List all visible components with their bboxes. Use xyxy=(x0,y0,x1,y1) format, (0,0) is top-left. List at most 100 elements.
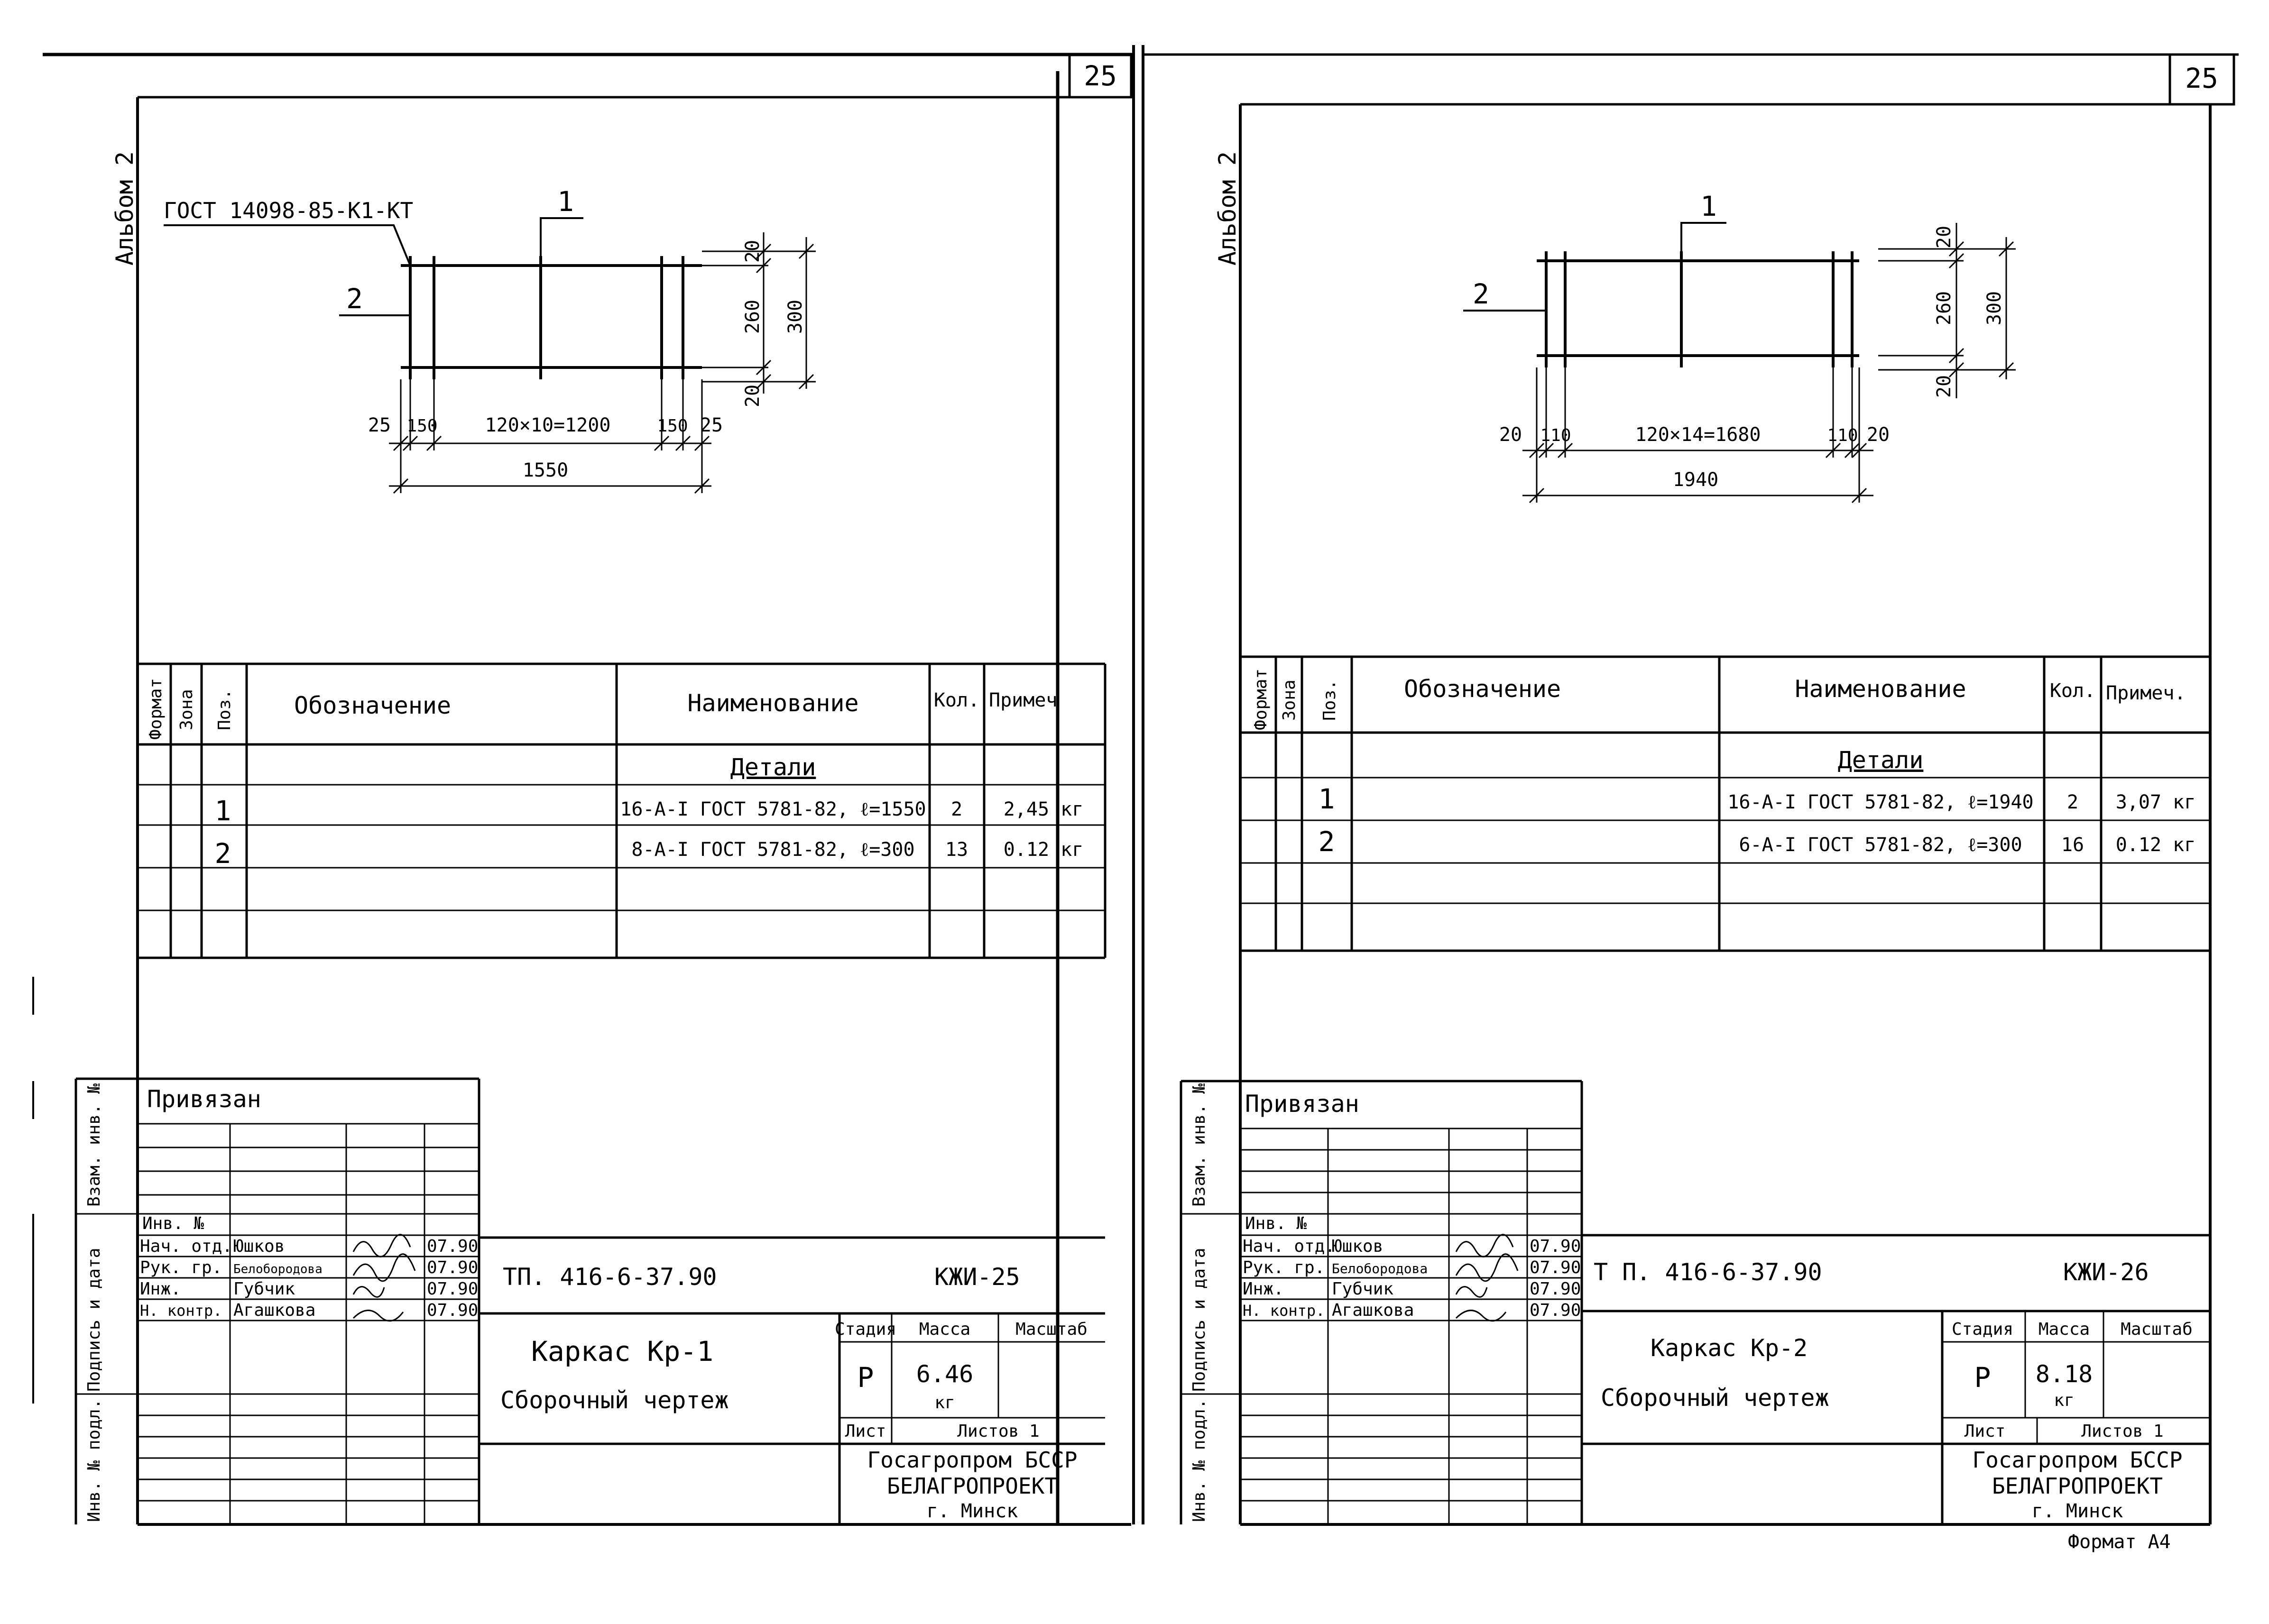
col-note: Примеч. xyxy=(2106,682,2186,704)
dim-20-bottom: 20 xyxy=(1933,375,1955,398)
staff2-role: Рук. гр. xyxy=(1243,1258,1325,1277)
org-line1: Госагропром БССР xyxy=(1972,1447,2182,1473)
page-number: 25 xyxy=(1084,60,1117,92)
col-designation: Обозначение xyxy=(1404,675,1561,703)
staff4-name: Агашкова xyxy=(1332,1301,1414,1320)
scale-header: Масштаб xyxy=(2121,1320,2193,1339)
sheet-right-text: 25 Альбом 2 1 2 20 260 300 20 20 110 120… xyxy=(1190,62,2218,1553)
col-pos: Поз. xyxy=(215,689,234,730)
staff3-date: 07.90 xyxy=(1530,1279,1581,1299)
drawing-code: КЖИ-25 xyxy=(934,1263,1020,1291)
sheet-left-text: 25 Альбом 2 ГОСТ 14098-85-К1-КТ 1 2 20 2… xyxy=(84,60,1117,1522)
callout-pos-1: 1 xyxy=(557,185,574,218)
staff3-name: Губчик xyxy=(233,1279,295,1299)
mass-header: Масса xyxy=(919,1320,970,1339)
row1-pos: 1 xyxy=(215,795,231,827)
privyazan-label: Привязан xyxy=(147,1085,261,1113)
mass-value: 8.18 xyxy=(2036,1360,2093,1388)
dim-260: 260 xyxy=(742,300,764,334)
dim-edge-right: 110 xyxy=(1827,426,1858,445)
staff2-name: Белобородова xyxy=(233,1262,323,1276)
project-number: Т П. 416-6-37.90 xyxy=(1594,1258,1822,1286)
dim-300: 300 xyxy=(784,300,806,334)
row2-qty: 13 xyxy=(945,839,968,861)
sheet-left xyxy=(43,45,1135,1526)
side-label-vzam: Взам. инв. № xyxy=(84,1083,104,1207)
col-zone: Зона xyxy=(177,689,196,730)
row2-note: 0.12 кг xyxy=(2116,834,2196,856)
dim-overall: 1550 xyxy=(523,459,568,481)
spec-table xyxy=(138,662,1107,959)
col-zone: Зона xyxy=(1280,679,1299,721)
dim-260: 260 xyxy=(1933,291,1955,325)
title-line1: Каркас Кр-1 xyxy=(531,1335,713,1367)
side-label-podpis: Подпись и дата xyxy=(84,1248,104,1392)
org-line3: г. Минск xyxy=(2032,1500,2123,1522)
scale-header: Масштаб xyxy=(1015,1320,1088,1339)
callout-pos-2: 2 xyxy=(346,283,363,315)
section-details: Детали xyxy=(1838,746,1924,774)
org-line2: БЕЛАГРОПРОЕКТ xyxy=(1992,1473,2163,1499)
side-label-vzam: Взам. инв. № xyxy=(1190,1083,1209,1207)
format-label: Формат А4 xyxy=(2068,1531,2171,1553)
title-line2: Сборочный чертеж xyxy=(500,1386,729,1414)
col-name: Наименование xyxy=(1795,675,1966,703)
album-label: Альбом 2 xyxy=(111,151,138,266)
col-format: Формат xyxy=(1251,669,1271,730)
row1-note: 2,45 кг xyxy=(1004,798,1084,820)
stage-header: Стадия xyxy=(1952,1320,2013,1339)
col-name: Наименование xyxy=(687,689,858,717)
mass-unit: кг xyxy=(934,1393,955,1413)
col-pos: Поз. xyxy=(1320,679,1339,721)
staff3-date: 07.90 xyxy=(427,1279,478,1299)
dim-300: 300 xyxy=(1983,291,2005,325)
section-details: Детали xyxy=(730,753,816,781)
row1-qty: 2 xyxy=(951,798,962,820)
dim-overall: 1940 xyxy=(1673,469,1718,491)
stage-value: Р xyxy=(858,1361,874,1394)
col-note: Примеч xyxy=(989,689,1058,711)
stage-header: Стадия xyxy=(835,1320,896,1339)
staff4-name: Агашкова xyxy=(233,1301,315,1320)
staff4-date: 07.90 xyxy=(1530,1301,1581,1320)
staff2-date: 07.90 xyxy=(1530,1258,1581,1277)
org-line2: БЕЛАГРОПРОЕКТ xyxy=(887,1473,1058,1499)
sheet-header: Лист xyxy=(1965,1422,2006,1441)
row1-note: 3,07 кг xyxy=(2116,791,2196,813)
page-number: 25 xyxy=(2185,62,2218,94)
row2-note: 0.12 кг xyxy=(1004,839,1084,861)
signature-marks xyxy=(1455,1234,1519,1322)
row1-qty: 2 xyxy=(2067,791,2078,813)
sheets-total: Листов 1 xyxy=(2081,1422,2163,1441)
staff1-name: Юшков xyxy=(1332,1237,1383,1256)
row1-pos: 1 xyxy=(1319,783,1335,815)
row1-name: 16-А-I ГОСТ 5781-82, ℓ=1550 xyxy=(620,798,926,820)
staff4-date: 07.90 xyxy=(427,1301,478,1320)
signature-marks xyxy=(352,1234,416,1322)
dim-20-top: 20 xyxy=(742,240,764,263)
privyazan-label: Привязан xyxy=(1245,1090,1359,1118)
staff2-name: Белобородова xyxy=(1332,1261,1428,1276)
dim-end-left: 25 xyxy=(368,414,391,436)
dim-20-bottom: 20 xyxy=(742,385,764,407)
title-block xyxy=(74,1077,1105,1524)
dim-end-left: 20 xyxy=(1499,424,1522,446)
col-qty: Кол. xyxy=(2050,680,2095,702)
row2-name: 6-А-I ГОСТ 5781-82, ℓ=300 xyxy=(1739,834,2022,856)
sheets-total: Листов 1 xyxy=(957,1422,1039,1441)
rebar-cage-drawing xyxy=(401,256,702,379)
callout-pos-1: 1 xyxy=(1700,190,1717,222)
side-label-inv: Инв. № подл. xyxy=(1190,1399,1209,1522)
row2-qty: 16 xyxy=(2061,834,2084,856)
org-line3: г. Минск xyxy=(927,1500,1018,1522)
side-label-inv: Инв. № подл. xyxy=(84,1399,104,1522)
row2-name: 8-А-I ГОСТ 5781-82, ℓ=300 xyxy=(631,839,914,861)
side-label-podpis: Подпись и дата xyxy=(1190,1248,1209,1392)
title-line1: Каркас Кр-2 xyxy=(1651,1334,1808,1362)
staff2-date: 07.90 xyxy=(427,1258,478,1277)
stage-value: Р xyxy=(1974,1361,1991,1394)
mass-header: Масса xyxy=(2038,1320,2090,1339)
staff1-name: Юшков xyxy=(233,1237,285,1256)
org-line1: Госагропром БССР xyxy=(867,1447,1077,1473)
